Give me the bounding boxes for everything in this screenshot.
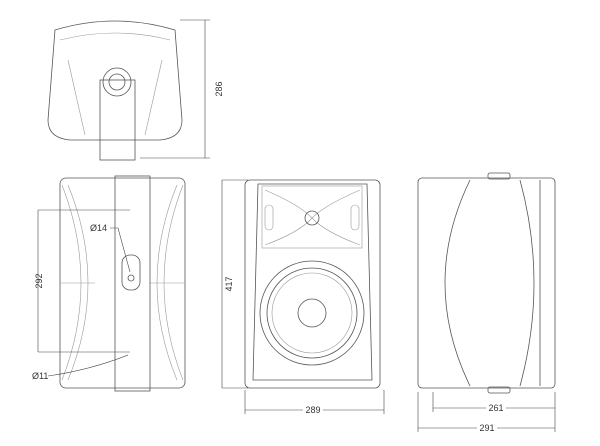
dim-286: 286 bbox=[214, 81, 224, 96]
dim-261: 261 bbox=[488, 403, 503, 413]
top-view: 286 bbox=[47, 19, 224, 161]
dim-417: 417 bbox=[224, 276, 234, 291]
side-view: 261 291 bbox=[417, 172, 556, 433]
dim-289: 289 bbox=[305, 405, 320, 415]
rear-view: 292 Ø14 Ø11 bbox=[32, 175, 186, 392]
dim-291: 291 bbox=[479, 423, 494, 433]
dim-292: 292 bbox=[34, 273, 44, 288]
front-view: 417 289 bbox=[221, 179, 385, 415]
label-dia-11: Ø11 bbox=[32, 371, 48, 381]
label-dia-14: Ø14 bbox=[90, 223, 107, 233]
